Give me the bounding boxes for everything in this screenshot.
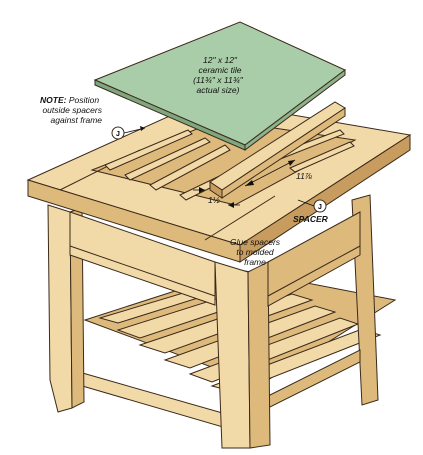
side-apron	[267, 211, 361, 307]
detail-ref-right: J	[297, 199, 327, 213]
tile-type-label: ceramic tile	[199, 65, 242, 75]
ceramic-tile	[93, 21, 346, 151]
dimension-short: 1½	[193, 187, 240, 208]
spacer-label: SPACER	[293, 214, 329, 224]
note-line3: against frame	[51, 115, 103, 125]
tile-actual-size-label-2: actual size)	[197, 85, 240, 95]
note-text-line1: NOTE: Position	[40, 95, 99, 105]
note-line1: Position	[66, 95, 99, 105]
front-right-leg	[214, 261, 271, 449]
detail-ref-left-letter: J	[116, 131, 120, 138]
dimension-long-label: 11⅞	[296, 171, 312, 181]
dimension-long: 11⅞	[244, 159, 312, 187]
note-line2: outside spacers	[42, 105, 102, 115]
tile-actual-size-label: (11¾" x 11¾"	[193, 75, 244, 85]
note-label: NOTE:	[40, 95, 67, 105]
front-apron	[69, 211, 216, 306]
detail-ref-left: J	[111, 126, 146, 140]
glue-note-line2: to molded	[236, 247, 274, 257]
spacer-strip	[209, 101, 346, 199]
glue-note-line3: frame	[244, 257, 266, 267]
dimension-short-label: 1½	[208, 195, 220, 205]
glue-note-line1: Glue spacers	[230, 237, 281, 247]
tile-size-label: 12" x 12"	[203, 55, 238, 65]
detail-ref-right-letter: J	[318, 204, 322, 211]
